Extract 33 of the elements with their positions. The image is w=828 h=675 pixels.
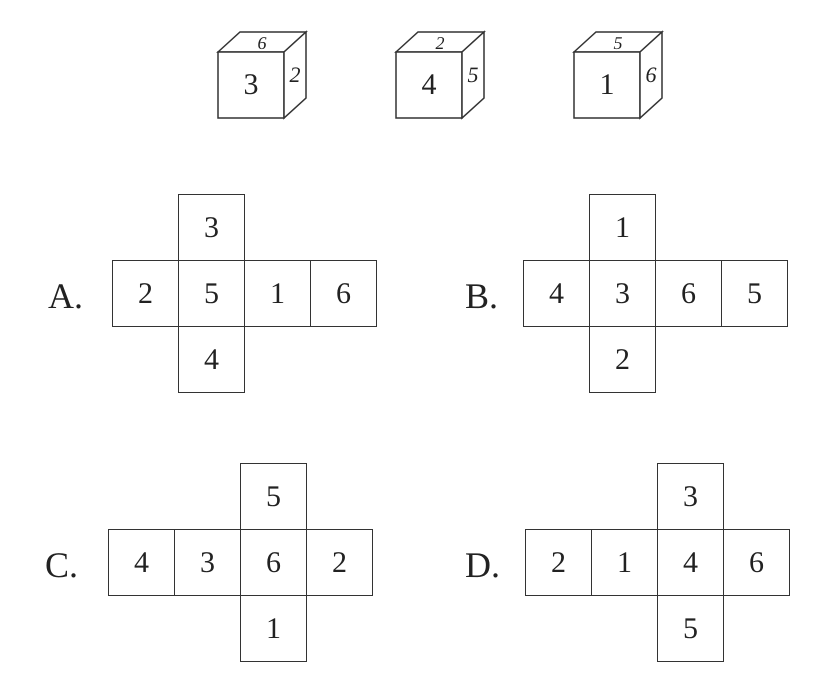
net-square: 5	[240, 463, 307, 530]
face-number: 2	[436, 34, 444, 52]
option-letter: A.	[48, 278, 83, 314]
net-square: 1	[240, 595, 307, 662]
net-square: 5	[657, 595, 724, 662]
face-number: 6	[646, 64, 656, 86]
face-number: 5	[468, 64, 478, 86]
face-number: 1	[600, 70, 614, 100]
net-square: 2	[589, 326, 656, 393]
net-square: 2	[525, 529, 592, 596]
net-square: 6	[723, 529, 790, 596]
net-square: 3	[657, 463, 724, 530]
net-square: 1	[591, 529, 658, 596]
option-letter: C.	[45, 547, 78, 583]
option-letter: B.	[465, 278, 498, 314]
net-square: 4	[523, 260, 590, 327]
net-square: 3	[178, 194, 245, 261]
face-number: 5	[614, 34, 622, 52]
face-number: 4	[422, 70, 436, 100]
net-square: 4	[108, 529, 175, 596]
net-square: 1	[589, 194, 656, 261]
option-letter: D.	[465, 547, 500, 583]
net-square: 1	[244, 260, 311, 327]
net-square: 2	[306, 529, 373, 596]
net-square: 4	[178, 326, 245, 393]
face-number: 3	[244, 70, 258, 100]
face-number: 6	[258, 34, 266, 52]
face-number: 2	[290, 64, 300, 86]
net-square: 3	[174, 529, 241, 596]
net-square: 6	[655, 260, 722, 327]
net-square: 2	[112, 260, 179, 327]
net-square: 6	[310, 260, 377, 327]
net-square: 5	[721, 260, 788, 327]
